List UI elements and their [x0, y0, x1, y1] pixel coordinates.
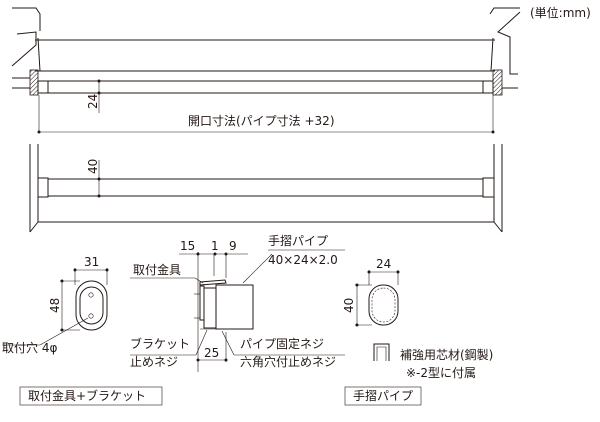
top-view: 24 開口寸法(パイプ寸法 +32)	[11, 7, 521, 134]
unit-label: (単位:mm)	[530, 5, 591, 20]
bracket-screw-label-1: ブラケット	[130, 336, 190, 351]
pipe-width-section-dim: 24	[376, 257, 391, 271]
mount-hole-label: 取付穴 4φ	[2, 340, 57, 355]
core-note: ※-2型に付属	[406, 366, 476, 380]
pipe-height-dim: 24	[86, 94, 100, 109]
pipe-label: 手摺パイプ	[268, 233, 328, 248]
bracket-caption: 取付金具+ブラケット	[28, 388, 146, 403]
bracket-screw-label-2: 止めネジ	[130, 355, 178, 369]
dim-9: 9	[229, 239, 237, 253]
dim-15: 15	[180, 239, 195, 253]
steel-core-icon	[373, 343, 390, 361]
core-label: 補強用芯材(鋼製)	[400, 348, 493, 362]
bracket-section-view: 15 1 9 取付金具 手摺パイプ 40×24×2.0 25 ブラケット 止めネ…	[130, 233, 345, 372]
front-view: 40	[29, 144, 503, 233]
dim-25: 25	[204, 346, 219, 360]
fitting-label: 取付金具	[133, 262, 181, 277]
pipe-caption: 手摺パイプ	[353, 388, 413, 403]
pipe-screw-label-2: 六角穴付止めネジ	[240, 354, 336, 369]
pipe-width-dim: 40	[86, 159, 100, 174]
bracket-height-dim: 48	[48, 298, 62, 313]
dim-1: 1	[211, 239, 219, 253]
bracket-plate-view: 31 48 取付穴 4φ	[2, 255, 109, 355]
pipe-size-label: 40×24×2.0	[268, 253, 338, 267]
opening-dimension-label: 開口寸法(パイプ寸法 +32)	[188, 114, 335, 128]
pipe-height-section-dim: 40	[342, 298, 356, 313]
pipe-section-view: 24 40 補強用芯材(鋼製) ※-2型に付属	[342, 257, 493, 380]
bracket-width-dim: 31	[84, 255, 99, 269]
pipe-screw-label-1: パイプ固定ネジ	[240, 336, 324, 351]
